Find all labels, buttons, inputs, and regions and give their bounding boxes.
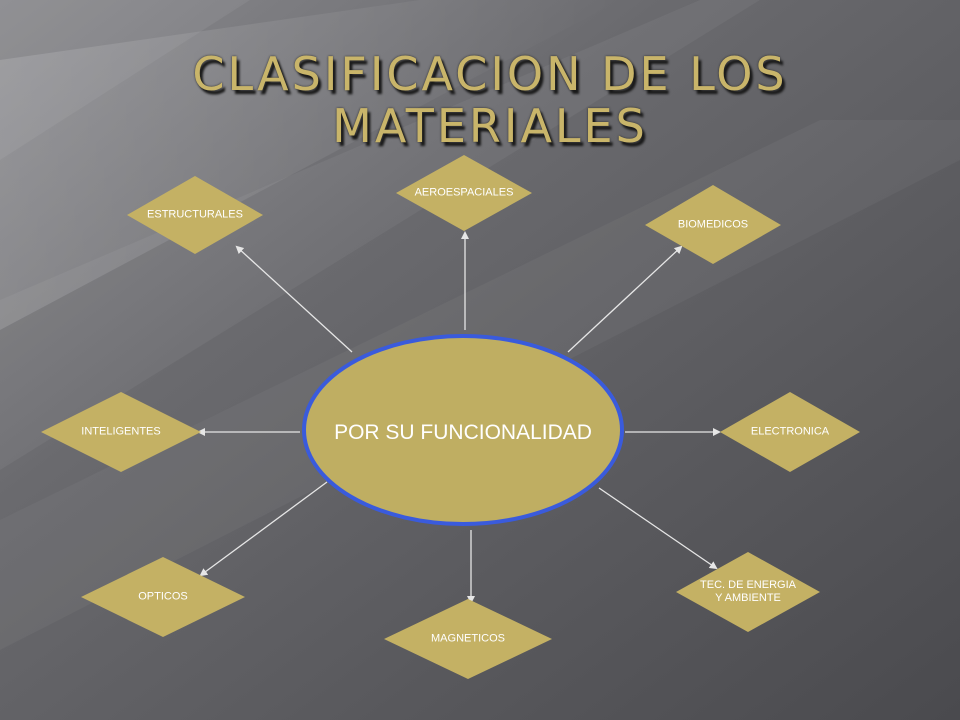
node-energia-label-line-2: Y AMBIENTE: [715, 592, 781, 604]
slide-title: CLASIFICACION DE LOS MATERIALES: [140, 48, 840, 152]
node-energia-shape: [676, 552, 820, 632]
arrow-to-biomedicos: [567, 245, 683, 353]
background-streak: [0, 0, 620, 330]
node-inteligentes-label: INTELIGENTES: [81, 425, 161, 438]
node-aeroespaciales-shape: [396, 155, 532, 231]
node-estructurales-shape: [127, 176, 263, 254]
background-streak: [0, 0, 250, 160]
node-magneticos-shape: [384, 599, 552, 679]
node-estructurales-label: ESTRUCTURALES: [147, 208, 243, 221]
node-magneticos-label: MAGNETICOS: [431, 632, 505, 645]
node-electronica-label: ELECTRONICA: [750, 425, 830, 438]
center-node-shape: [302, 334, 624, 526]
title-line-1: CLASIFICACION DE LOS: [192, 47, 788, 101]
arrow-to-energia: [598, 487, 718, 570]
arrow-to-opticos: [199, 481, 328, 577]
background-streak: [0, 0, 760, 470]
node-inteligentes-shape: [41, 392, 201, 472]
center-node-label: POR SU FUNCIONALIDAD: [334, 421, 592, 444]
node-biomedicos-label: BIOMEDICOS: [677, 218, 749, 231]
node-energia-label: TEC. DE ENERGIA Y AMBIENTE: [700, 579, 796, 605]
node-opticos-shape: [81, 557, 245, 637]
arrow-to-estructurales: [235, 245, 353, 353]
node-electronica-shape: [720, 392, 860, 472]
node-opticos-label: OPTICOS: [138, 590, 188, 603]
title-line-2: MATERIALES: [332, 99, 648, 153]
node-aeroespaciales-label: AEROESPACIALES: [414, 186, 514, 199]
node-energia-label-line-1: TEC. DE ENERGIA: [700, 579, 796, 591]
node-biomedicos-shape: [645, 185, 781, 264]
